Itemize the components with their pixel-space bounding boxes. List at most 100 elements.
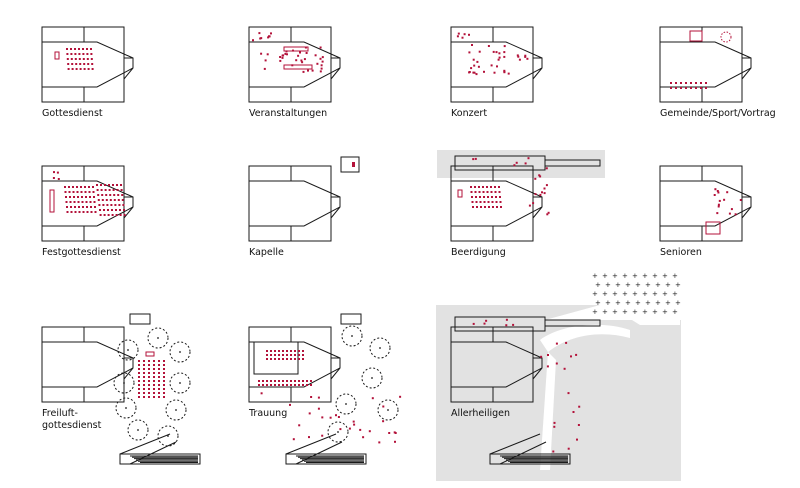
seat-marker [96, 189, 99, 191]
seat-marker [92, 191, 95, 193]
seat-marker [143, 392, 145, 394]
nave-outline [451, 41, 543, 88]
person-marker [498, 56, 501, 59]
grave-marker: + [662, 308, 668, 316]
seat-marker [148, 388, 150, 390]
building-outline [41, 165, 125, 242]
person-marker [734, 213, 737, 216]
person-marker [576, 438, 578, 441]
seat-marker [700, 82, 702, 84]
seat-marker [66, 58, 69, 60]
seat-marker [695, 87, 697, 89]
seat-marker [138, 364, 140, 366]
seat-marker [475, 196, 477, 198]
seat-marker [494, 191, 497, 193]
wall [741, 67, 752, 80]
person-marker [534, 177, 537, 180]
grave-marker: + [622, 272, 628, 280]
seat-marker [298, 350, 300, 352]
seat-marker [148, 396, 150, 398]
seat-marker [498, 186, 500, 188]
person-marker [717, 205, 720, 208]
person-marker [526, 57, 529, 60]
seat-marker [66, 53, 69, 55]
person-marker [298, 424, 301, 427]
grave-marker: + [632, 272, 638, 280]
person-marker [321, 60, 324, 63]
person-marker [299, 51, 301, 54]
panel-gemeinde [659, 26, 752, 103]
label-festgottesdienst: Festgottesdienst [42, 247, 121, 258]
grave-marker: + [625, 281, 631, 289]
seat-marker [93, 196, 95, 198]
seat-marker [76, 191, 79, 193]
seat-marker [478, 186, 480, 188]
arcade-outline [544, 319, 601, 327]
chapel-outline [340, 156, 360, 173]
person-marker [352, 420, 355, 423]
person-marker [495, 51, 498, 54]
grave-marker: + [662, 272, 668, 280]
seat-marker [670, 82, 672, 84]
person-marker [472, 58, 475, 61]
person-marker [517, 55, 520, 58]
seat-marker [78, 211, 81, 213]
person-marker [528, 204, 531, 207]
grave-marker: + [602, 290, 608, 298]
seat-marker [494, 186, 496, 188]
grave-marker: + [662, 290, 668, 298]
seat-marker [482, 191, 485, 193]
grave-marker: + [602, 308, 608, 316]
building-outline [659, 26, 743, 103]
seat-marker [122, 204, 125, 206]
cemetery-area [586, 270, 680, 325]
seat-marker [88, 191, 91, 193]
person-marker [310, 396, 313, 398]
seat-marker [117, 194, 120, 196]
person-marker [716, 212, 719, 215]
seat-marker [108, 184, 110, 186]
seat-marker [90, 48, 92, 50]
seat-marker [66, 48, 68, 50]
seat-marker [117, 199, 120, 201]
grave-marker: + [672, 272, 678, 280]
seat-marker [700, 87, 702, 89]
seat-marker [143, 384, 145, 386]
seat-marker [70, 211, 73, 213]
panel-allerheiligen: ++++++++++++++++++++++++++++++++++++++++… [436, 270, 690, 481]
person-marker [53, 171, 55, 174]
seat-marker [116, 189, 119, 191]
nave-outline [249, 180, 341, 227]
seat-marker [475, 201, 478, 203]
seat-marker [84, 186, 86, 188]
panel-senioren [659, 165, 752, 242]
ground-area [437, 150, 605, 178]
seat-marker [474, 191, 477, 193]
seat-marker [138, 392, 140, 394]
seat-marker [153, 376, 155, 378]
wall [123, 367, 134, 380]
stair-outline [489, 453, 571, 465]
seat-marker [80, 186, 82, 188]
tree-canopy [335, 393, 357, 415]
seat-marker [71, 68, 74, 70]
seat-marker [471, 196, 473, 198]
grave-marker: + [655, 281, 661, 289]
seat-marker [94, 206, 96, 208]
seat-marker [163, 364, 165, 366]
person-marker [532, 202, 535, 205]
seat-marker [87, 68, 90, 70]
wall [330, 367, 341, 380]
tree-trunk [123, 382, 125, 384]
seat-marker [115, 214, 118, 216]
seat-marker [79, 68, 82, 70]
person-marker [723, 198, 726, 201]
grave-marker: + [652, 290, 658, 298]
grave-marker: + [665, 299, 671, 307]
seat-marker [483, 201, 486, 203]
label-gottesdienst-2: gottesdienst [42, 420, 102, 431]
seat-marker [290, 380, 292, 382]
seat-marker [90, 211, 93, 213]
